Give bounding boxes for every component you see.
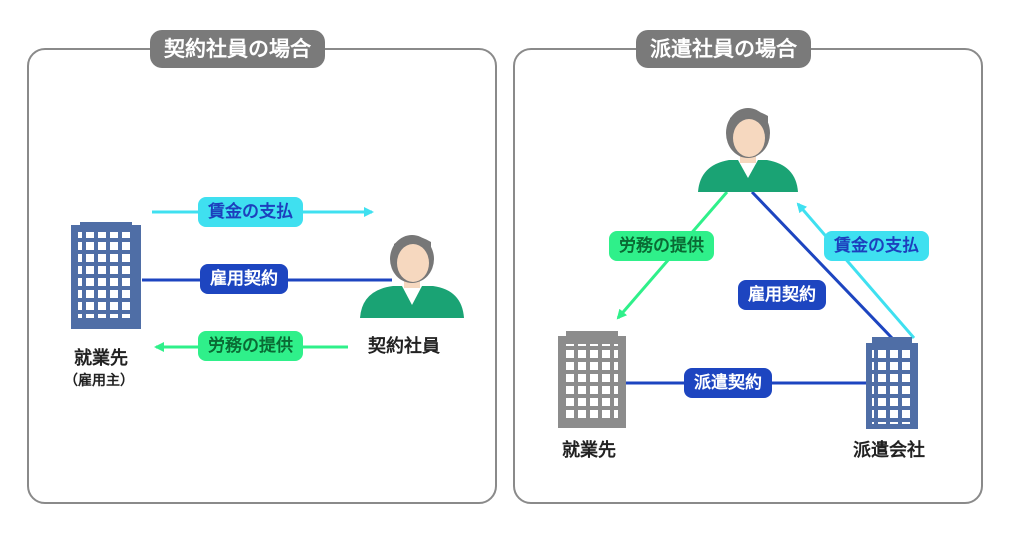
contract-worker-person-icon [360,235,464,318]
employer-name: 就業先 [74,348,128,369]
right-labor-label: 労務の提供 [609,231,714,261]
right-wage-label: 賃金の支払 [824,231,929,261]
right-wage-arrow [796,202,916,339]
workplace-name: 就業先 [562,440,616,461]
employer-sub-label: （雇用主） [64,373,134,389]
left-wage-label: 賃金の支払 [198,197,303,227]
right-panel-title: 派遣社員の場合 [636,30,811,68]
right-dispatch-contract-label: 派遣契約 [684,368,772,398]
left-panel-title: 契約社員の場合 [150,30,325,68]
dispatched-worker-person-icon [698,108,798,192]
right-contract-line [750,190,894,340]
right-contract-label: 雇用契約 [738,280,826,310]
left-contract-label: 雇用契約 [200,264,288,294]
agency-name: 派遣会社 [853,440,925,461]
employer-building-icon [71,222,141,329]
contract-worker-name: 契約社員 [368,336,440,357]
left-labor-label: 労務の提供 [198,331,303,361]
agency-building-icon [866,337,918,429]
workplace-building-icon [558,331,626,428]
